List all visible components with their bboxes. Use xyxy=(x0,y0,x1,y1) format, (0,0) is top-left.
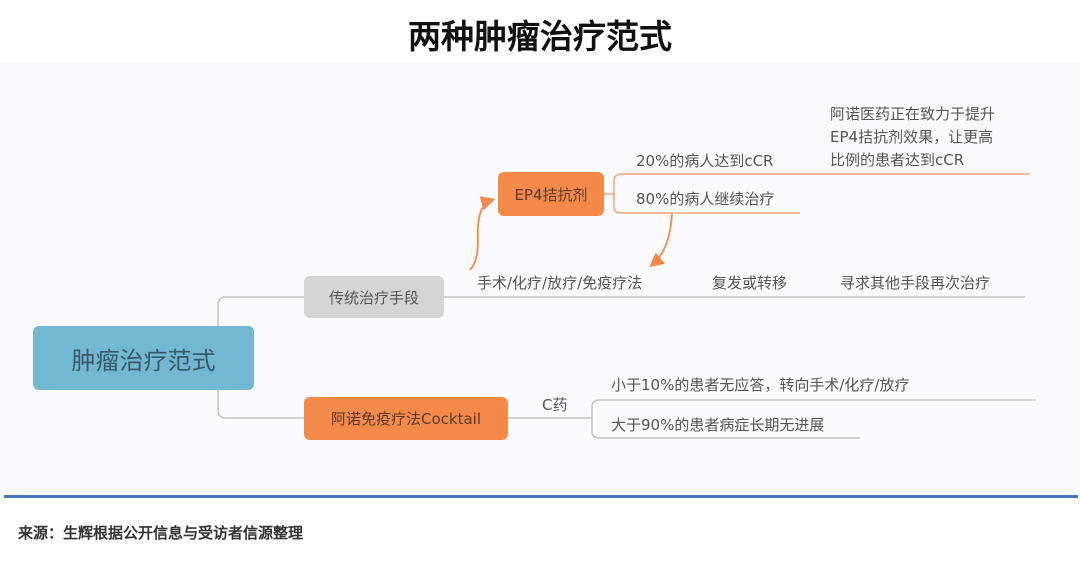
root-node[interactable]: 肿瘤治疗范式 xyxy=(33,326,254,390)
cocktail-drug: C药 xyxy=(542,396,568,414)
root-to-traditional-line xyxy=(217,296,304,326)
cocktail-bracket xyxy=(591,399,1036,439)
ep4-note-line-3: 比例的患者达到cCR xyxy=(830,151,965,169)
ep4-outcome-ccr: 20%的病人达到cCR xyxy=(636,152,774,170)
ep4-node[interactable]: EP4拮抗剂 xyxy=(498,172,604,216)
cocktail-outcome-noresponse: 小于10%的患者无应答，转向手术/化疗/放疗 xyxy=(611,376,910,394)
cocktail-label: 阿诺免疫疗法Cocktail xyxy=(331,410,481,428)
ep4-note-line-1: 阿诺医药正在致力于提升 xyxy=(830,105,996,123)
cocktail-node[interactable]: 阿诺免疫疗法Cocktail xyxy=(304,397,508,440)
cocktail-outcome-progressionfree: 大于90%的患者病症长期无进展 xyxy=(611,416,825,434)
divider xyxy=(4,495,1078,498)
root-label: 肿瘤治疗范式 xyxy=(71,346,216,375)
page-title: 两种肿瘤治疗范式 xyxy=(408,17,672,56)
arrow-to-ep4 xyxy=(469,196,496,271)
step-recurrence: 复发或转移 xyxy=(712,274,788,292)
step-treatment: 手术/化疗/放疗/免疫疗法 xyxy=(477,274,643,292)
source-note: 来源：生辉根据公开信息与受访者信源整理 xyxy=(18,524,304,542)
ep4-label: EP4拮抗剂 xyxy=(514,185,588,204)
root-to-cocktail-line xyxy=(217,390,304,419)
traditional-node[interactable]: 传统治疗手段 xyxy=(304,276,444,318)
ep4-outcome-continue: 80%的病人继续治疗 xyxy=(636,190,775,208)
ep4-note-line-2: EP4拮抗剂效果，让更高 xyxy=(830,128,994,146)
ep4-bracket xyxy=(613,173,1030,214)
step-seek-other: 寻求其他手段再次治疗 xyxy=(840,274,991,292)
arrow-back-to-treatment xyxy=(649,213,673,268)
traditional-label: 传统治疗手段 xyxy=(328,288,419,307)
